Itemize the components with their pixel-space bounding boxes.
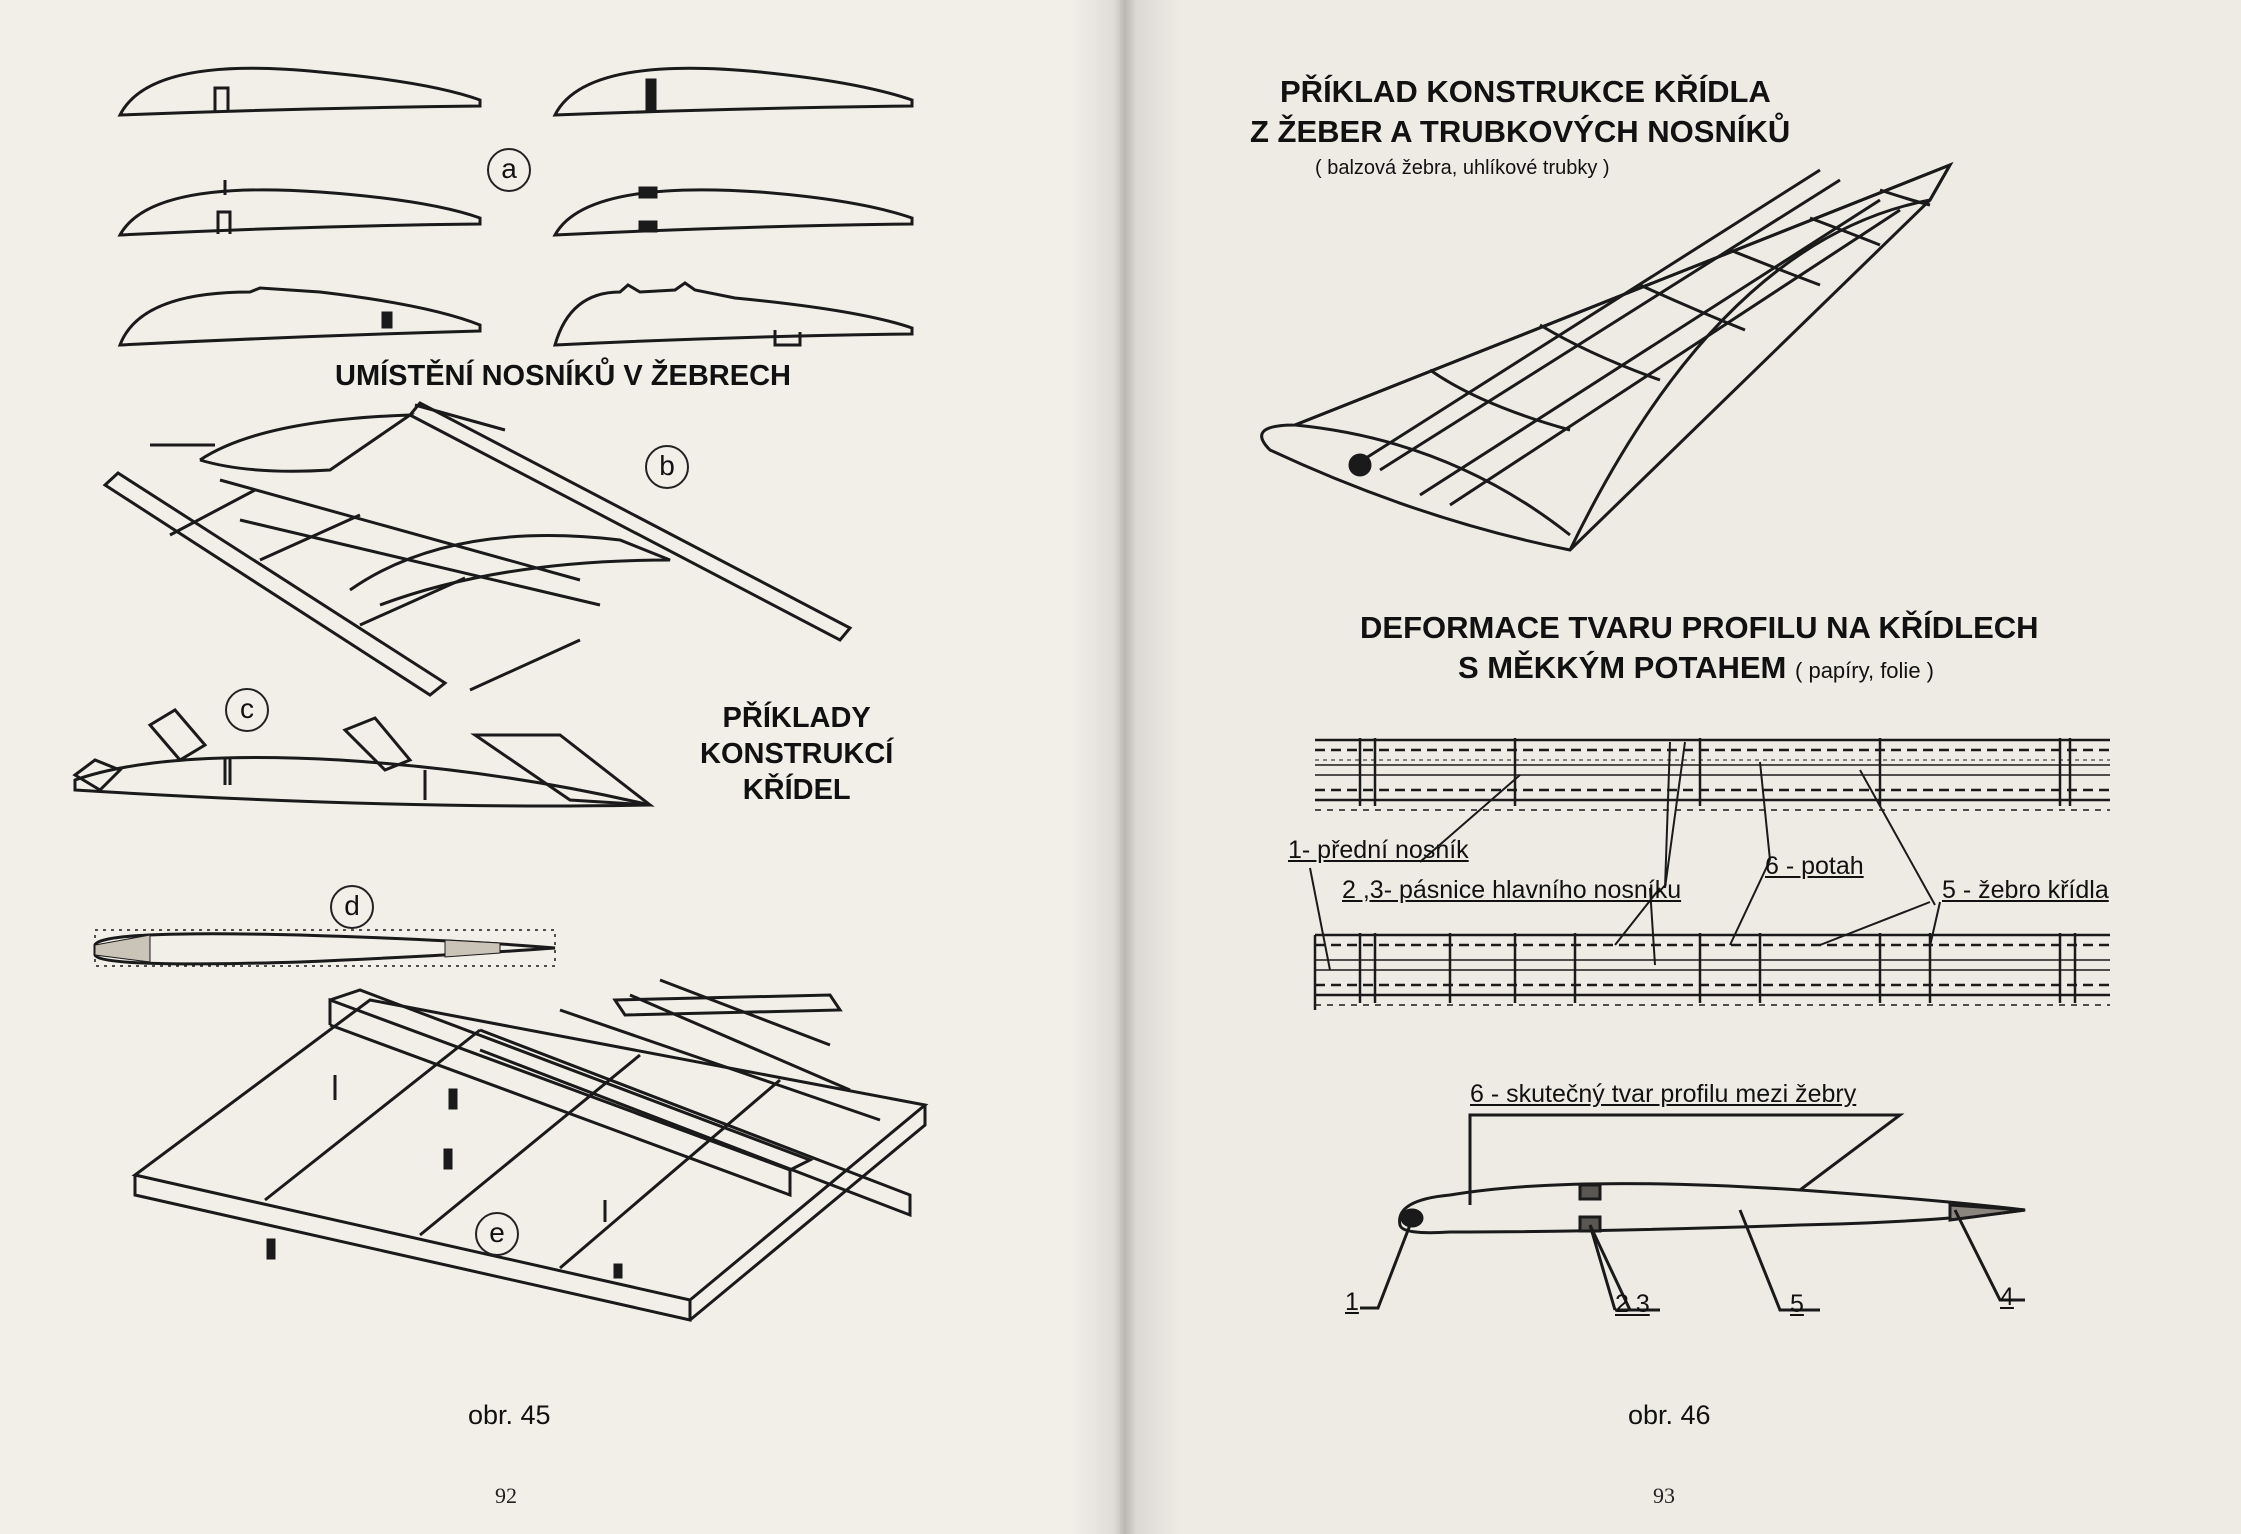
figure-caption-46: obr. 46 [1628, 1400, 1711, 1430]
deform-title-line2: S MĚKKÝM POTAHEM [1458, 650, 1787, 685]
page-number-left: 92 [495, 1483, 517, 1508]
rib-profile [117, 66, 482, 117]
wing-structure-e [131, 978, 929, 1322]
title-line2: Z ŽEBER A TRUBKOVÝCH NOSNÍKŮ [1250, 114, 1791, 149]
wing-example-title: PŘÍKLAD KONSTRUKCE KŘÍDLA Z ŽEBER A TRUB… [1250, 72, 1790, 152]
deform-title-line2-wrap: S MĚKKÝM POTAHEM ( papíry, folie ) [1458, 648, 1934, 691]
book-gutter [1070, 0, 1180, 1534]
rib-profile [117, 188, 482, 237]
title-line1: PŘÍKLAD KONSTRUKCE KŘÍDLA [1280, 74, 1771, 109]
rib-profile [552, 66, 914, 117]
wing-frame-b [102, 401, 853, 697]
rib-profile [552, 281, 914, 347]
marker-d: d [330, 885, 374, 929]
rib-profile [117, 286, 482, 347]
label-n4: 4 [2000, 1283, 2014, 1311]
marker-c: c [225, 688, 269, 732]
label-rib: 5 - žebro křídla [1942, 876, 2109, 904]
rib-profile [552, 188, 914, 237]
right-page: PŘÍKLAD KONSTRUKCE KŘÍDLA Z ŽEBER A TRUB… [1120, 0, 2241, 1534]
marker-b: b [645, 445, 689, 489]
title-note: ( balzová žebra, uhlíkové trubky ) [1315, 157, 1610, 179]
heading-ribs: UMÍSTĚNÍ NOSNÍKŮ V ŽEBRECH [335, 360, 791, 392]
wing-plan-bottom [1313, 933, 2110, 1010]
label-chords: 2 ,3- pásnice hlavního nosníku [1342, 876, 1682, 904]
label-actual-shape: 6 - skutečný tvar profilu mezi žebry [1470, 1080, 1857, 1108]
page-number-right: 93 [1653, 1483, 1675, 1508]
deform-title: DEFORMACE TVARU PROFILU NA KŘÍDLECH [1360, 608, 2039, 648]
heading-examples-line1: PŘÍKLADY [722, 702, 871, 734]
wing-plan-top [1315, 738, 2110, 811]
label-n5: 5 [1790, 1290, 1804, 1318]
figure-45-drawings [72, 66, 929, 1322]
profile-d [93, 929, 556, 967]
figure-caption-45: obr. 45 [468, 1400, 551, 1430]
marker-a: a [487, 148, 531, 192]
tube-spar-wing [1260, 162, 1954, 552]
marker-e: e [475, 1212, 519, 1256]
left-page: a UMÍSTĚNÍ NOSNÍKŮ V ŽEBRECH b c PŘÍKLAD… [0, 0, 1120, 1534]
leader-lines [1309, 741, 1941, 971]
heading-examples-line2: KONSTRUKCÍ [700, 738, 894, 770]
label-n23: 2 3 [1615, 1290, 1650, 1318]
label-front-spar: 1- přední nosník [1288, 836, 1469, 864]
deform-note: ( papíry, folie ) [1795, 658, 1934, 683]
wing-section-c [72, 708, 655, 808]
label-covering: 6 - potah [1765, 852, 1864, 880]
figure-46-drawings [1260, 162, 2110, 1312]
label-n1: 1 [1345, 1288, 1359, 1316]
deform-title-line1: DEFORMACE TVARU PROFILU NA KŘÍDLECH [1360, 610, 2039, 645]
heading-examples: PŘÍKLADY KONSTRUKCÍ KŘÍDEL [700, 700, 893, 808]
actual-profile [1360, 1113, 2026, 1312]
heading-examples-line3: KŘÍDEL [742, 774, 851, 806]
